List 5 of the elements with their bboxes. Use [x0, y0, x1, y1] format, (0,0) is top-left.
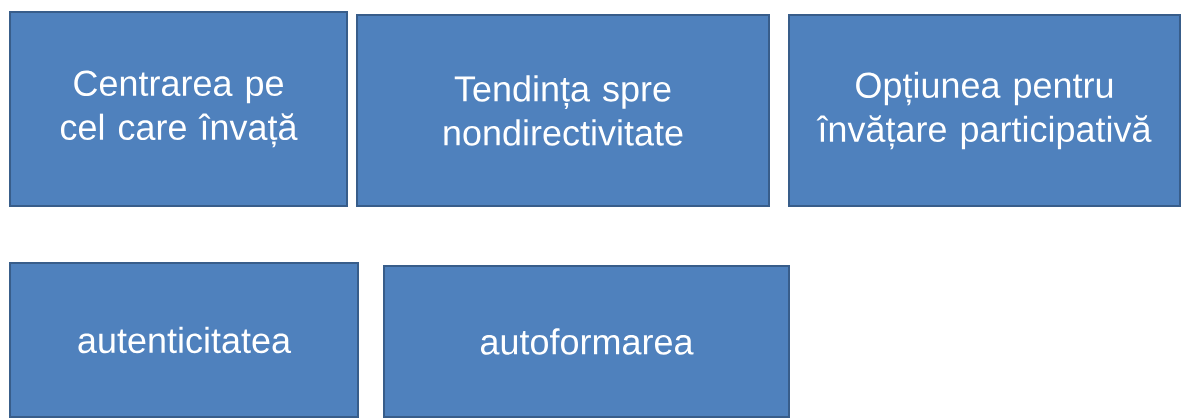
text-box: Tendința spre nondirectivitate	[356, 14, 770, 207]
text-box: Opțiunea pentru învățare participativă	[788, 14, 1181, 207]
text-box: autenticitatea	[9, 262, 359, 418]
text-box: autoformarea	[383, 265, 790, 418]
text-box: Centrarea pe cel care învață	[9, 11, 348, 207]
